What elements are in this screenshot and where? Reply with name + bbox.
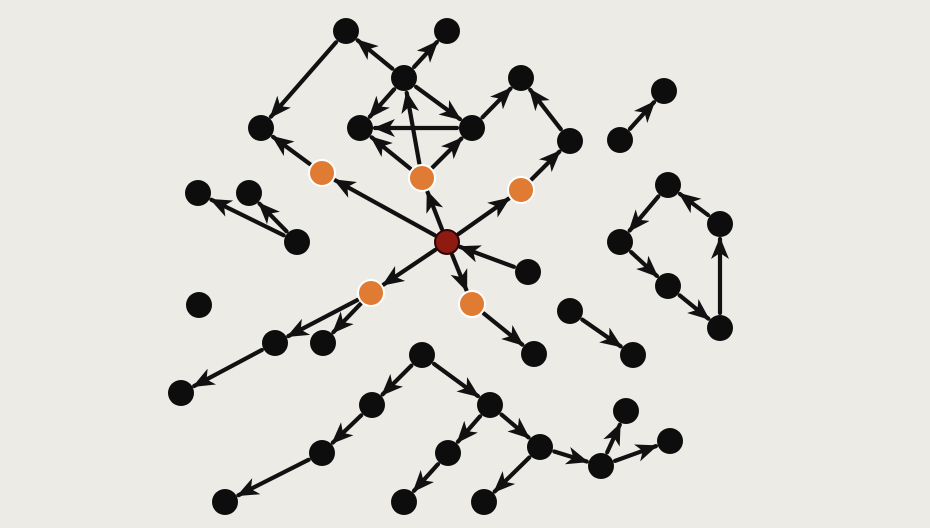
node-a6 [557,128,583,154]
edge-arrow-b5-to-b8 [432,361,480,399]
edge-arrow-b11-to-w3 [552,447,589,465]
node-q2 [657,428,683,454]
edge-arrow-b8-to-b10 [455,414,483,444]
edge-arrow-w1-to-w2 [580,317,623,349]
node-b10 [435,440,461,466]
edge-arrow-l3-to-l2 [257,201,289,234]
node-layer [168,18,733,515]
node-a4 [391,65,417,91]
edge-arrow-f2-to-f3 [628,250,660,278]
edge-arrow-b8-to-b11 [499,412,531,440]
node-a8 [459,115,485,141]
edge-arrow-c-to-o2 [425,189,444,232]
highlighted-node-o4 [357,279,385,307]
edge-arrow-b5-to-b6 [380,363,414,397]
node-b13 [471,489,497,515]
edge-arrow-f3-to-f4 [677,293,711,321]
edge-arrow-c-to-o3 [456,196,511,237]
node-p1 [607,127,633,153]
node-b2 [310,330,336,356]
node-b6 [359,392,385,418]
node-w2 [620,342,646,368]
edge-arrow-w3-to-q2 [612,444,659,463]
edge-arrow-b11-to-b13 [492,455,532,494]
node-l2 [236,180,262,206]
node-a7 [347,115,373,141]
edge-arrow-a4-to-a7 [367,87,397,119]
edge-arrow-o2-to-a7 [369,135,413,171]
edge-layer [192,38,729,498]
edge-arrow-f5-to-f1 [677,191,711,218]
node-f3 [655,273,681,299]
edge-arrow-b1-to-b3 [192,347,264,389]
edge-arrow-p1-to-p2 [627,100,657,131]
node-b5 [409,342,435,368]
edge-arrow-w3-to-q1 [603,422,622,455]
node-q1 [613,398,639,424]
node-a5 [508,65,534,91]
source-node-c [434,229,460,255]
node-l3 [284,229,310,255]
node-r1 [515,259,541,285]
edge-arrow-b6-to-b7 [330,413,364,445]
node-f2 [607,229,633,255]
highlighted-node-o5 [458,290,486,318]
edge-arrow-o3-to-a6 [529,149,562,182]
node-f1 [655,172,681,198]
highlighted-node-o2 [408,164,436,192]
edge-arrow-o1-to-a1 [271,134,312,167]
edge-arrow-o2-to-a8 [430,136,464,170]
node-f5 [707,211,733,237]
node-l1 [185,180,211,206]
edge-arrow-o5-to-b4 [481,311,525,347]
edge-arrow-c-to-o4 [381,247,438,287]
node-s1 [186,292,212,318]
node-b7 [309,440,335,466]
edge-arrow-a4-to-a8 [414,84,462,122]
node-f4 [707,315,733,341]
edge-arrow-l3-to-l1 [209,197,286,238]
edge-arrow-a4-to-a3 [412,39,439,70]
edge-arrow-a6-to-a5 [528,87,563,132]
edge-arrow-o4-to-b2 [331,301,363,335]
node-w1 [557,298,583,324]
edge-arrow-a8-to-a5 [480,86,513,120]
node-b8 [477,392,503,418]
edge-arrow-b7-to-b9 [236,457,311,498]
node-p2 [651,78,677,104]
node-w3 [588,453,614,479]
highlighted-node-o3 [507,176,535,204]
node-a3 [434,18,460,44]
edge-arrow-b10-to-b12 [411,462,441,493]
edge-arrow-c-to-o1 [333,178,437,238]
node-b4 [521,341,547,367]
edge-arrow-a4-to-a2 [355,38,395,71]
node-b11 [527,434,553,460]
node-b12 [391,489,417,515]
node-b1 [262,330,288,356]
node-a1 [248,115,274,141]
node-b9 [212,489,238,515]
edge-arrow-f1-to-f2 [627,194,661,233]
edge-arrow-c-to-o5 [450,252,469,293]
edge-arrow-r1-to-c [458,244,517,269]
node-a2 [333,18,359,44]
edge-arrow-o4-to-b1 [286,297,360,339]
edge-arrow-a2-to-a1 [268,40,339,119]
node-b3 [168,380,194,406]
highlighted-node-o1 [308,159,336,187]
